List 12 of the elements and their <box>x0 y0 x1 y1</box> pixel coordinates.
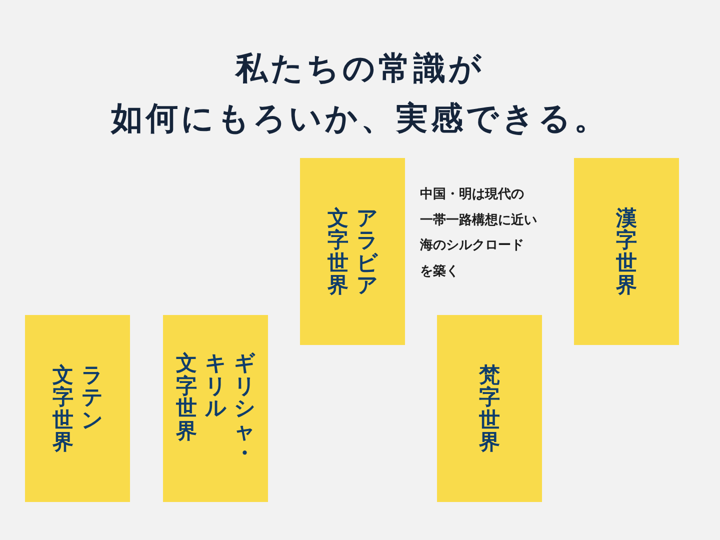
title: 私たちの常識が如何にもろいか、実感できる。 <box>111 48 609 139</box>
card-title: ラテン文字世界 <box>52 364 104 454</box>
card <box>163 315 268 502</box>
card <box>25 315 130 502</box>
card-title: 梵字世界 <box>478 364 501 454</box>
note-text: 中国・明は現代の一帯一路構想に近い海のシルクロードを築く <box>420 186 537 280</box>
card <box>300 158 405 345</box>
card <box>574 158 679 345</box>
card <box>437 315 542 502</box>
card-title: ギリシャ・キリル文字世界 <box>175 352 257 465</box>
card-title: アラビア文字世界 <box>326 206 380 296</box>
card-title: 漢字世界 <box>614 206 638 296</box>
